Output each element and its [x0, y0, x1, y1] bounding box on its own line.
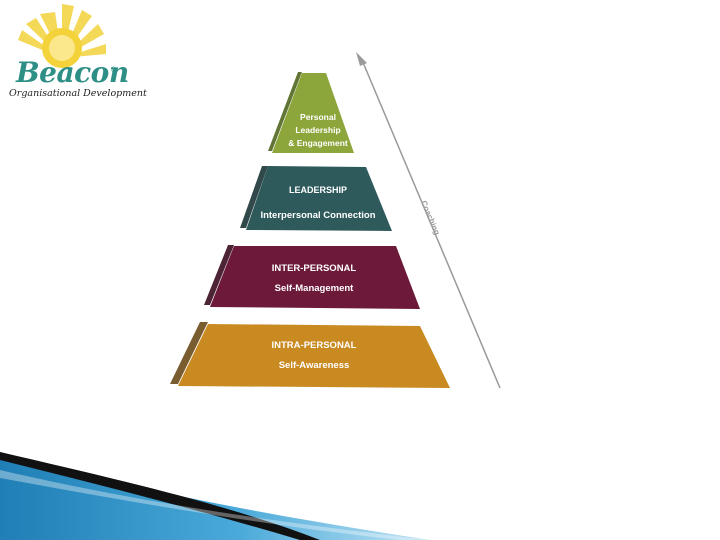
tier-heading: INTRA-PERSONAL	[272, 340, 357, 351]
beacon-logo-wordmark: Beacon	[16, 56, 129, 89]
tier-heading: LEADERSHIP	[289, 185, 347, 195]
pyramid-tier-leadership: LEADERSHIP Interpersonal Connection	[240, 166, 392, 231]
tier-subheading: Self-Management	[275, 283, 354, 294]
tier-line: Personal	[300, 112, 336, 122]
coaching-label: Coaching	[419, 199, 442, 236]
footer-swoosh	[0, 452, 430, 540]
pyramid-tier-personal-leadership: Personal Leadership & Engagement	[268, 72, 354, 153]
tier-line: Leadership	[295, 125, 340, 135]
pyramid-diagram: INTRA-PERSONAL Self-Awareness INTER-PERS…	[170, 52, 501, 389]
beacon-sun-icon	[18, 4, 106, 68]
tier-subheading: Self-Awareness	[279, 360, 350, 371]
beacon-logo-tagline: Organisational Development	[9, 88, 147, 99]
tier-heading: INTER-PERSONAL	[272, 263, 357, 274]
arrow-head-icon	[356, 52, 367, 66]
tier-subheading: Interpersonal Connection	[260, 210, 375, 221]
tier-line: & Engagement	[288, 138, 348, 148]
registered-mark: ®	[110, 66, 117, 74]
pyramid-tier-intra-personal: INTRA-PERSONAL Self-Awareness	[170, 322, 450, 388]
pyramid-tier-inter-personal: INTER-PERSONAL Self-Management	[204, 245, 420, 309]
